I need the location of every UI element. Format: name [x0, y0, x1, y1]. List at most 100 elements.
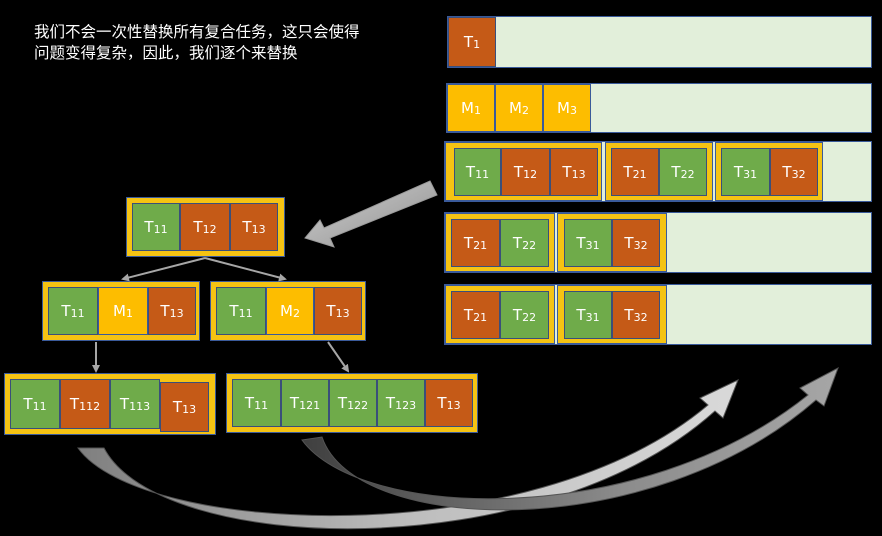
- task-t13-subscript: 13: [251, 222, 266, 236]
- task-t11-subscript: 11: [238, 306, 253, 320]
- task-t121-subscript: 121: [299, 398, 321, 412]
- task-t11-label: T: [244, 394, 255, 412]
- task-t11-subscript: 11: [70, 306, 85, 320]
- task-t11-label: T: [229, 302, 239, 320]
- task-t112-label: T: [69, 395, 80, 413]
- method-m2-subscript: 2: [521, 103, 529, 117]
- task-t32-label: T: [624, 234, 634, 252]
- method-m2-subscript: 2: [292, 306, 300, 320]
- task-t22-label: T: [512, 234, 523, 252]
- task-t121-label: T: [289, 394, 300, 412]
- task-t12-subscript: 12: [523, 167, 538, 181]
- task-t32-label: T: [624, 306, 634, 324]
- task-t22-subscript: 22: [522, 310, 537, 324]
- task-t11-subscript: 11: [32, 399, 47, 413]
- task-t31-subscript: 31: [585, 310, 600, 324]
- task-t32-label: T: [782, 163, 792, 181]
- task-t1-subscript: 1: [473, 37, 481, 51]
- method-m1-subscript: 1: [125, 306, 133, 320]
- task-t13-subscript: 13: [169, 306, 184, 320]
- task-t21-subscript: 21: [473, 238, 488, 252]
- branch-root-to-left: [121, 257, 206, 282]
- task-t13-label: T: [160, 302, 170, 320]
- task-t32-subscript: 32: [633, 310, 648, 324]
- task-t13-subscript: 13: [446, 398, 461, 412]
- task-t11-label: T: [23, 395, 33, 413]
- method-m2-label: M: [509, 99, 522, 117]
- task-t11-subscript: 11: [254, 398, 269, 412]
- method-m3-label: M: [557, 99, 570, 117]
- task-t21-label: T: [463, 306, 474, 324]
- method-m1-subscript: 1: [473, 103, 481, 117]
- task-t32-subscript: 32: [791, 167, 806, 181]
- task-t112-subscript: 112: [79, 399, 101, 413]
- task-t13-subscript: 13: [335, 306, 350, 320]
- task-t11-label: T: [61, 302, 71, 320]
- task-t31-label: T: [576, 306, 586, 324]
- task-t21-label: T: [623, 163, 633, 181]
- task-t13-label: T: [437, 394, 447, 412]
- task-t113-label: T: [119, 395, 130, 413]
- task-t12-label: T: [193, 218, 203, 236]
- task-t12-label: T: [513, 163, 524, 181]
- task-t11-subscript: 11: [475, 167, 490, 181]
- curved-return-arrow-right: [301, 366, 839, 511]
- task-t11-label: T: [144, 218, 154, 236]
- caption-line-2: 问题变得复杂，因此，我们逐个来替换: [34, 44, 298, 62]
- branch-right-to-leaf: [327, 341, 350, 373]
- task-t11-subscript: 11: [153, 222, 168, 236]
- curved-return-arrow-left: [77, 379, 739, 530]
- task-t31-label: T: [576, 234, 586, 252]
- task-t22-subscript: 22: [680, 167, 695, 181]
- caption-line-1: 我们不会一次性替换所有复合任务，这只会使得: [34, 23, 360, 41]
- method-m1-label: M: [461, 99, 474, 117]
- branch-root-to-right: [204, 257, 287, 282]
- task-t11-label: T: [465, 163, 476, 181]
- task-t122-subscript: 122: [347, 398, 369, 412]
- task-t12-subscript: 12: [202, 222, 217, 236]
- task-t13-label: T: [172, 398, 183, 416]
- task-t13-label: T: [326, 302, 336, 320]
- task-t1-label: T: [463, 33, 474, 51]
- task-t113-subscript: 113: [129, 399, 151, 413]
- task-t21-subscript: 21: [632, 167, 647, 181]
